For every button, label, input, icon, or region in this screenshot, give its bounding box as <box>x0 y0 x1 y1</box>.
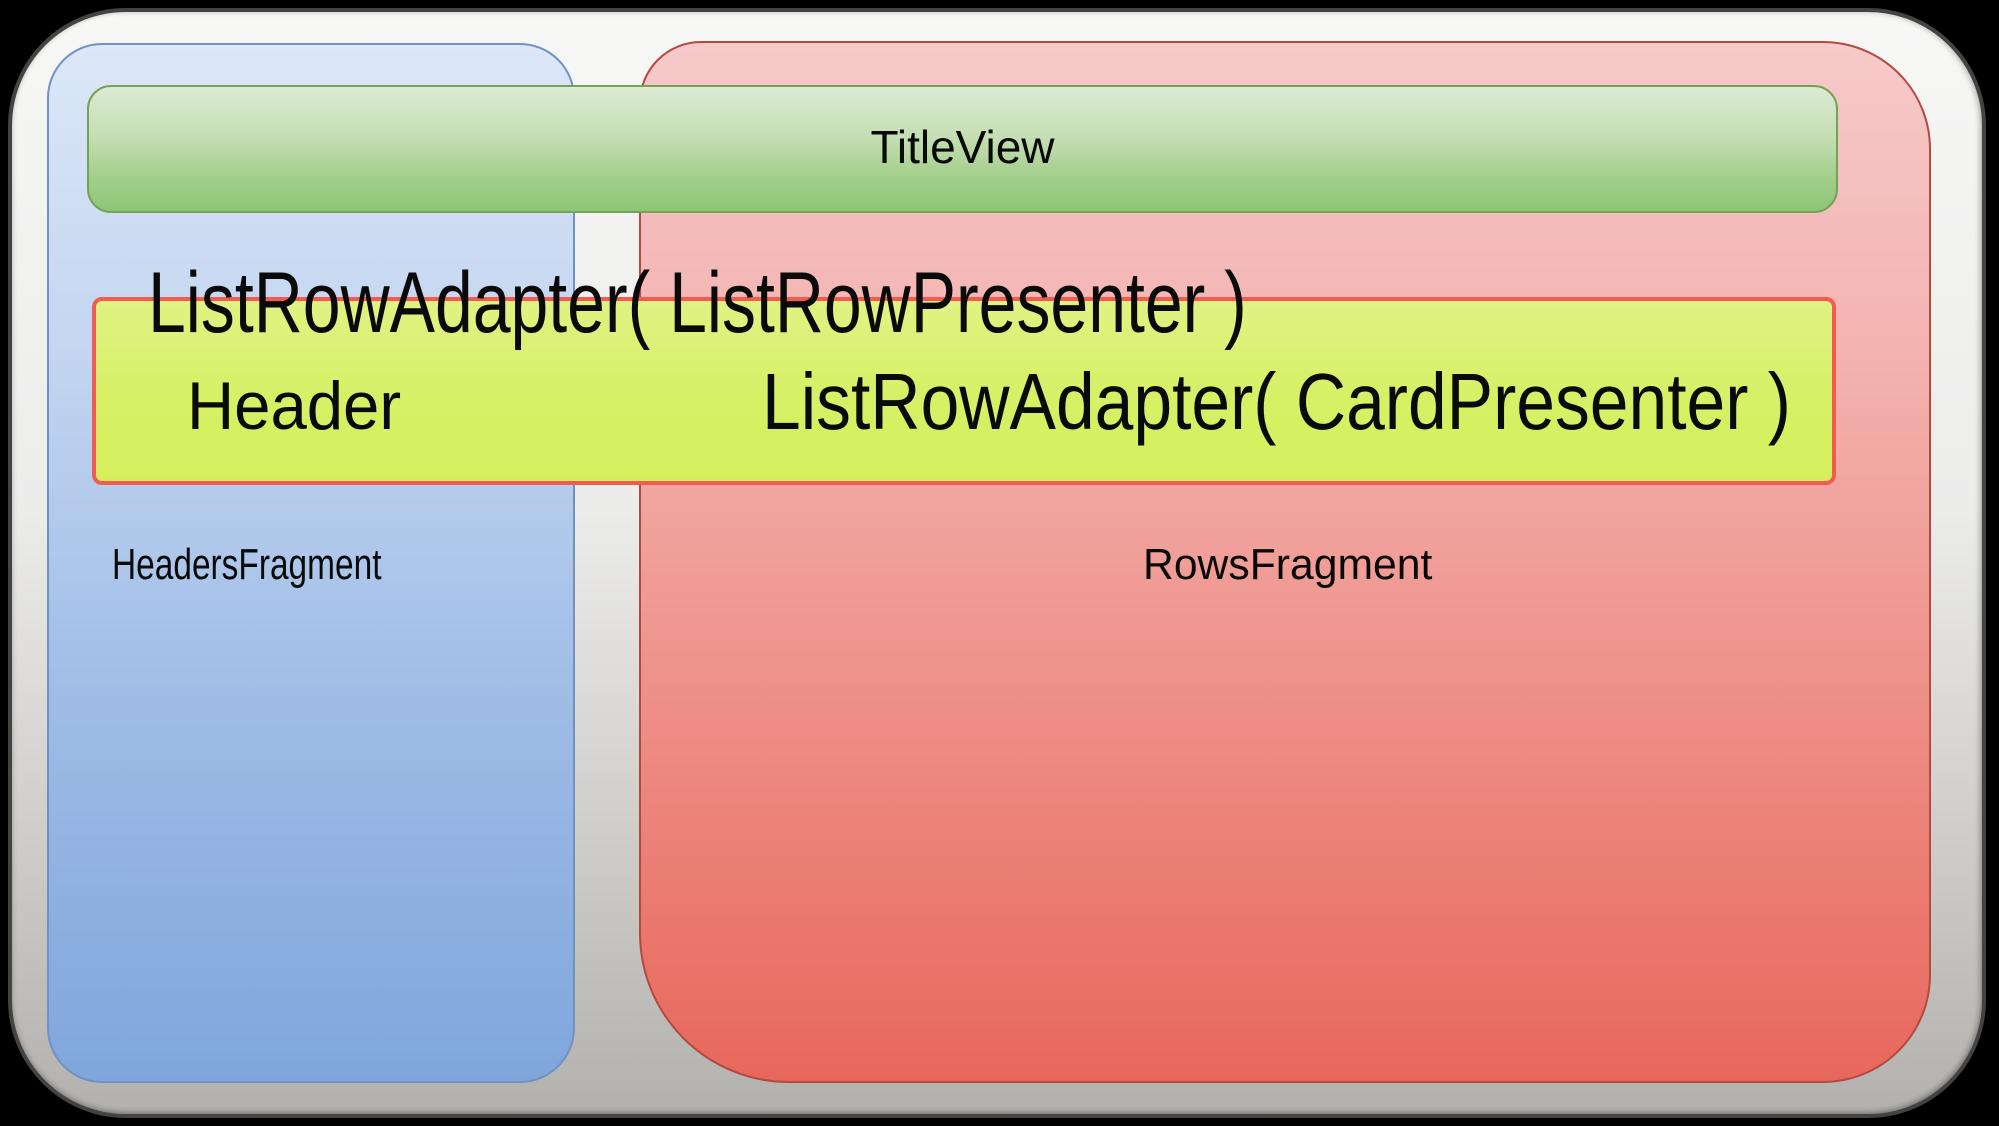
header-label: Header <box>187 368 402 444</box>
title-view-bar: TitleView <box>87 85 1838 213</box>
rows-fragment-box <box>639 41 1931 1083</box>
headers-fragment-label: HeadersFragment <box>112 540 382 589</box>
rows-fragment-label: RowsFragment <box>1143 540 1433 589</box>
list-row-adapter-card-caption: ListRowAdapter( CardPresenter ) <box>762 357 1791 446</box>
title-view-label: TitleView <box>870 121 1055 173</box>
adapter-bar <box>92 297 1836 485</box>
list-row-adapter-presenter-caption: ListRowAdapter( ListRowPresenter ) <box>148 255 1247 351</box>
headers-fragment-box <box>47 43 575 1083</box>
